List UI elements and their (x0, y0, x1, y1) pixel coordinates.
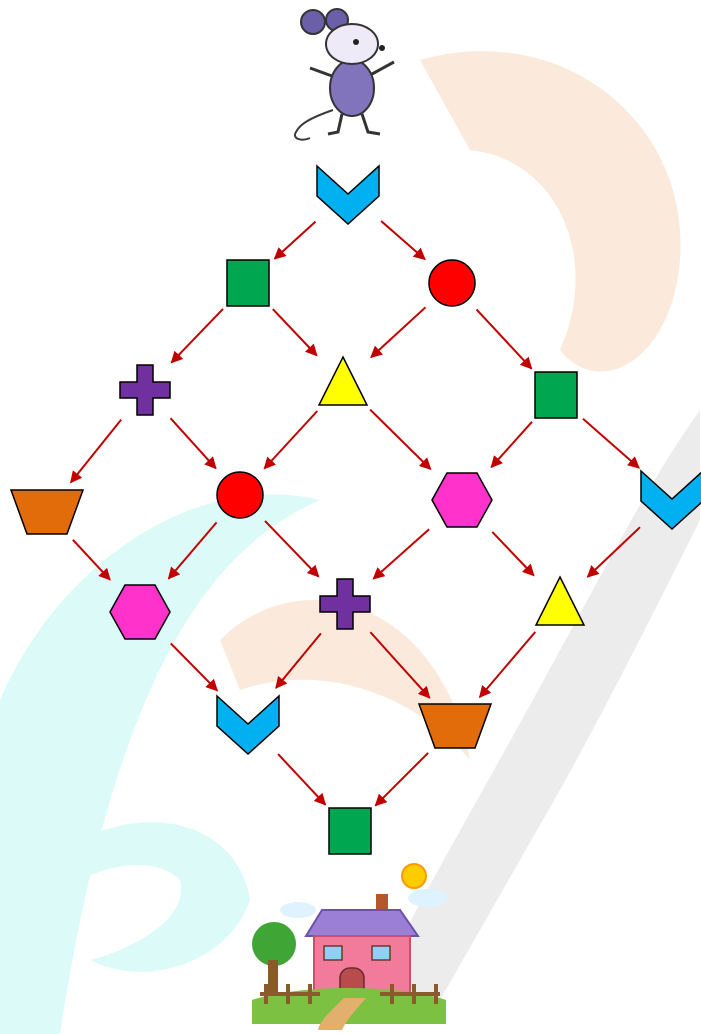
arrow-n14-n15 (376, 753, 429, 806)
arrow-n2-n4 (371, 307, 426, 357)
red-circle-shape (217, 472, 263, 518)
green-square-shape (227, 260, 269, 306)
mouse-head (326, 24, 378, 64)
orange-trapezoid-shape (11, 490, 83, 534)
arrow-n8-n12 (492, 532, 534, 576)
arrow-n4-n8 (370, 410, 431, 470)
yellow-triangle-shape (536, 577, 584, 625)
arrow-n8-n11 (373, 529, 429, 579)
arrow-n2-n5 (477, 309, 532, 368)
green-square-shape (329, 808, 371, 854)
arrow-n5-n9 (583, 419, 639, 468)
sun-icon (402, 864, 426, 888)
tree-crown (252, 922, 296, 966)
arrow-n4-n7 (264, 411, 317, 469)
arrow-n5-n8 (491, 422, 532, 467)
arrow-n3-n7 (171, 418, 216, 468)
purple-cross-shape (120, 365, 170, 415)
mouse-eye (353, 39, 359, 45)
mouse-leg-right (362, 114, 380, 134)
arrow-n0-n1 (275, 222, 316, 259)
arrow-n1-n3 (171, 309, 223, 363)
mouse-ear-left (301, 10, 325, 34)
watermark-cyan-letter (80, 822, 250, 972)
arrow-n3-n6 (71, 420, 121, 483)
arrow-n0-n2 (381, 221, 425, 259)
house-window-left (324, 946, 342, 960)
tree-trunk (268, 960, 278, 992)
yellow-triangle-shape (319, 357, 367, 405)
house-roof (306, 910, 418, 936)
mouse-arm-right (372, 62, 394, 74)
mouse-tail (295, 110, 333, 140)
arrow-n12-n14 (480, 632, 536, 697)
orange-trapezoid-shape (419, 704, 491, 748)
arrow-n10-n13 (171, 643, 217, 690)
blue-chevron-shape (217, 696, 279, 754)
magenta-hexagon-shape (432, 473, 492, 527)
cloud-icon-left (280, 902, 316, 918)
blue-chevron-shape (317, 166, 379, 224)
arrow-n7-n11 (265, 521, 319, 577)
house-window-right (372, 946, 390, 960)
green-square-shape (535, 372, 577, 418)
mouse-arm-left (310, 68, 332, 76)
watermark-orange-arc (420, 51, 681, 371)
mouse-icon (295, 9, 394, 140)
cloud-icon (408, 889, 448, 907)
arrow-n13-n15 (278, 754, 325, 805)
mouse-leg-left (328, 114, 342, 134)
red-circle-shape (429, 260, 475, 306)
mouse-body (330, 60, 374, 116)
mouse-nose (379, 45, 385, 51)
arrow-n1-n4 (273, 309, 317, 355)
